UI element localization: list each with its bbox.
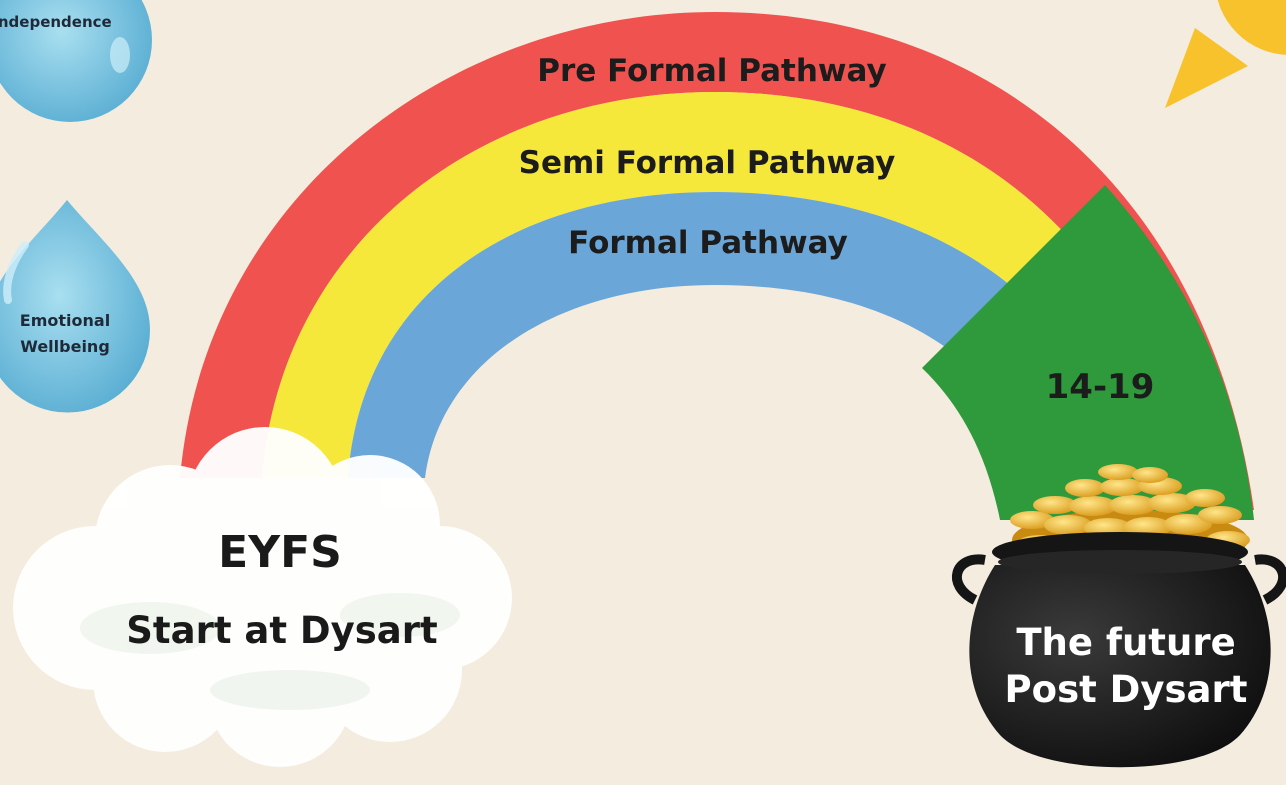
drop-independence: Independence <box>0 0 152 122</box>
rainbow-band-yellow <box>262 92 1195 510</box>
rainbow-band-green <box>922 185 1254 520</box>
band-label-pre-formal: Pre Formal Pathway <box>537 53 886 89</box>
drop-emotional-label-2: Wellbeing <box>20 337 110 356</box>
rainbow <box>180 12 1254 520</box>
pot-label-2: Post Dysart <box>1005 668 1248 711</box>
rainbow-band-blue <box>348 192 1140 510</box>
band-label-formal: Formal Pathway <box>568 225 848 261</box>
band-label-age-range: 14-19 <box>1046 367 1155 407</box>
start-cloud: EYFS Start at Dysart <box>13 427 512 767</box>
band-label-semi-formal: Semi Formal Pathway <box>519 145 896 181</box>
drop-independence-label: Independence <box>0 13 112 31</box>
rainbow-band-red <box>180 12 1254 510</box>
cloud-title: EYFS <box>218 527 342 578</box>
cloud-subtitle: Start at Dysart <box>126 609 437 652</box>
drop-emotional-wellbeing: Emotional Wellbeing <box>0 200 150 413</box>
pot-label-1: The future <box>1016 621 1235 664</box>
drop-emotional-label-1: Emotional <box>20 311 110 330</box>
pot-of-gold: The future Post Dysart <box>951 464 1286 768</box>
sun-icon <box>1165 0 1286 108</box>
